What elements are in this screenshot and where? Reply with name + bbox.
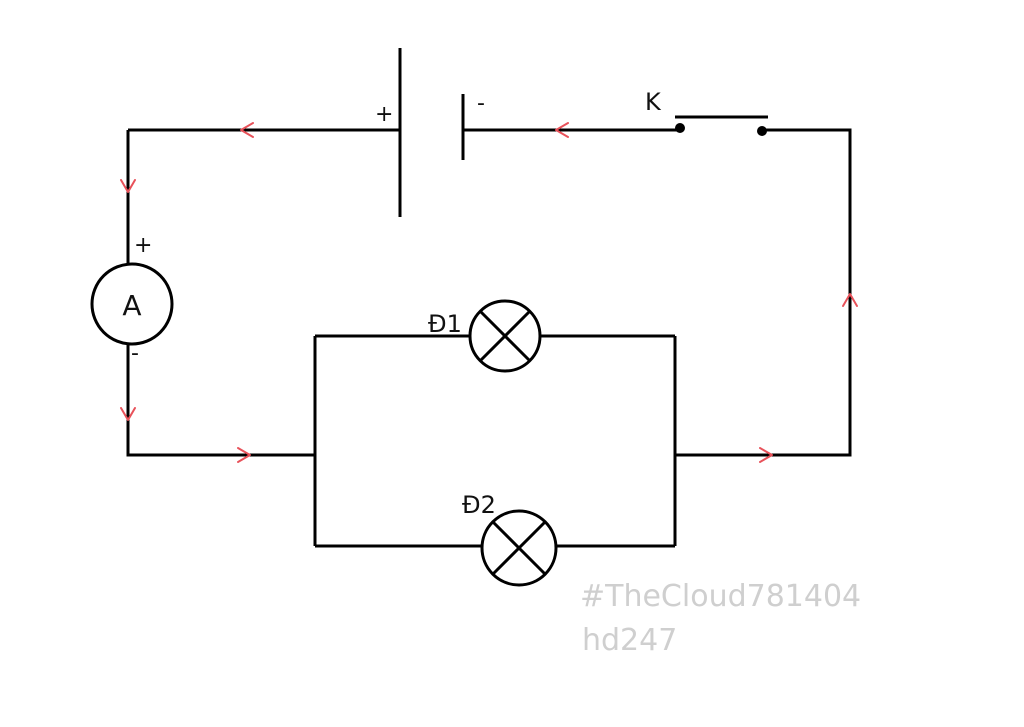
switch-contact-left (675, 123, 685, 133)
current-arrow-left-upper (120, 179, 136, 193)
lamp-d2 (480, 509, 558, 587)
battery-plus-label: + (375, 102, 393, 127)
ammeter-symbol: A (122, 289, 141, 322)
lamp-d2-label: Đ2 (462, 491, 496, 519)
current-arrow-top-middle (555, 122, 569, 138)
wire-left-lower (126, 344, 315, 457)
current-arrow-right (842, 293, 858, 307)
ammeter-minus-label: - (131, 341, 139, 366)
current-arrow-left-lower (120, 407, 136, 421)
switch-label: K (645, 88, 662, 116)
lamp-d1-label: Đ1 (428, 310, 462, 338)
current-arrow-bottom-right (759, 447, 773, 463)
watermark-line-1: #TheCloud781404 (580, 579, 861, 614)
current-arrow-bottom-left (237, 447, 251, 463)
ammeter (90, 262, 174, 346)
current-arrow-top-left (240, 122, 254, 138)
wire-right (675, 128, 852, 457)
ammeter-plus-label: + (134, 233, 152, 258)
battery-minus-label: - (477, 91, 485, 116)
watermark-line-2: hd247 (582, 623, 677, 658)
lamp-d1 (468, 299, 542, 373)
